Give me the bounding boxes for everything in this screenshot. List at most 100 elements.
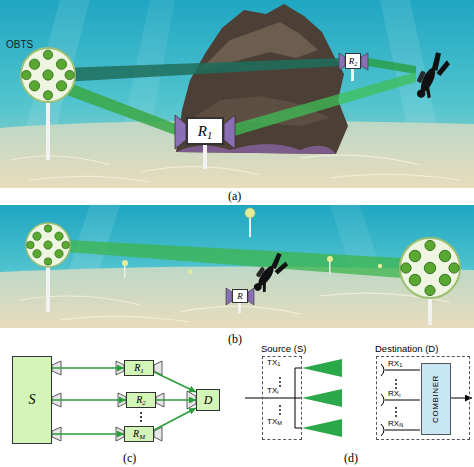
- ellipsis-dots: [140, 412, 142, 422]
- underwater-scene-a: [10, 155, 460, 182]
- transmitter-array: [295, 398, 302, 399]
- horn-antenna: [52, 393, 61, 407]
- diver: [245, 251, 294, 296]
- text-subscript: 1: [207, 129, 212, 140]
- underwater-scene-a: [0, 0, 474, 188]
- ellipsis-dots: [395, 411, 397, 413]
- optical-beam: [62, 58, 340, 82]
- buoy: [249, 217, 251, 237]
- diver: [404, 50, 459, 103]
- horn-antenna: [52, 361, 61, 375]
- node-label: D: [204, 394, 213, 406]
- relay-box: RM: [124, 426, 154, 442]
- optical-beam: [68, 240, 402, 278]
- optical-beam: [62, 80, 178, 136]
- text-main: R: [133, 428, 139, 439]
- source-box: S: [12, 356, 52, 444]
- signal-arrow: [154, 408, 196, 430]
- buoy: [329, 260, 331, 274]
- transmitter-array: [245, 359, 342, 437]
- receiver-label: RXN: [388, 420, 403, 428]
- optical-beam: [368, 58, 416, 74]
- ellipsis-dots: [279, 377, 281, 379]
- receiver-array: [385, 430, 420, 431]
- buoy: [327, 256, 333, 262]
- node-label: COMBINER: [432, 375, 440, 423]
- horn-antenna: [116, 361, 124, 375]
- rock: [176, 4, 348, 154]
- horn-antenna: [154, 361, 162, 375]
- obts-station: [21, 48, 75, 160]
- horn-antenna: [118, 393, 126, 407]
- buoy: [124, 264, 126, 278]
- transmitter-array: [302, 389, 342, 407]
- horn-antenna: [154, 427, 162, 441]
- text-subscript: M: [139, 433, 145, 441]
- relay-box: R1: [186, 117, 224, 145]
- relay-horn: [175, 115, 186, 149]
- signal-arrow: [52, 433, 124, 435]
- transmitter-label: TXM: [267, 418, 282, 426]
- signal-arrow: [52, 399, 126, 401]
- ellipsis-dots: [279, 413, 281, 415]
- horn-antenna: [156, 393, 164, 407]
- destination-box: D: [196, 389, 220, 411]
- relay-box: R1: [124, 360, 154, 376]
- panel-label: (a): [228, 190, 241, 202]
- relay-horn: [238, 303, 241, 313]
- text-subscript: 2: [354, 59, 357, 66]
- transmitter-array: [245, 398, 295, 399]
- rock: [176, 4, 348, 154]
- obts-station: [26, 223, 70, 267]
- relay-horn: [248, 288, 254, 305]
- underwater-scene-a: [0, 0, 474, 188]
- underwater-scene-b: [0, 205, 474, 328]
- text-subscript: 1: [277, 361, 280, 367]
- relay-horn: [226, 288, 254, 313]
- node-label: S: [29, 393, 36, 407]
- transmitter-array: [302, 359, 342, 377]
- text-main: R: [134, 362, 140, 373]
- obts-station: [26, 223, 460, 325]
- horn-antenna: [52, 361, 196, 441]
- ellipsis-dots: [140, 412, 142, 414]
- horn-antenna: [187, 391, 196, 409]
- horn-antenna: [116, 427, 124, 441]
- underwater-scene-b: [0, 205, 474, 328]
- buoy: [378, 264, 382, 268]
- node-label: R: [237, 292, 243, 301]
- text-main: R: [349, 56, 355, 66]
- node-label: RM: [133, 429, 145, 439]
- signal-arrow: [156, 399, 196, 401]
- horn-antenna: [52, 427, 61, 441]
- panel-label: (b): [228, 333, 242, 345]
- text-main: RX: [388, 419, 399, 428]
- text-subscript: i: [277, 389, 278, 395]
- diver: [245, 251, 294, 296]
- receiver-array: [385, 400, 420, 401]
- relay-box: R2: [126, 392, 156, 408]
- combiner-box: COMBINER: [421, 363, 451, 435]
- buoy: [122, 260, 128, 266]
- optical-beam: [62, 58, 416, 136]
- obts-station: [400, 238, 460, 298]
- obts-station: [46, 262, 50, 312]
- receiver-array: [381, 364, 384, 376]
- text-main: TX: [267, 417, 277, 426]
- relay-horn: [203, 145, 207, 169]
- receiver-array: [450, 398, 472, 399]
- obts-station: [46, 100, 50, 160]
- receiver-array: [385, 370, 420, 371]
- signal-arrow: [154, 372, 196, 392]
- text-main: TX: [267, 358, 277, 367]
- relay-horn: [175, 53, 368, 169]
- station-label: OBTS: [6, 40, 33, 50]
- ellipsis-dots: [279, 381, 281, 383]
- text-subscript: N: [399, 422, 403, 428]
- optical-beam: [68, 240, 402, 278]
- ellipsis-dots: [279, 405, 281, 407]
- ellipsis-dots: [395, 415, 397, 417]
- ellipsis-dots: [279, 385, 281, 387]
